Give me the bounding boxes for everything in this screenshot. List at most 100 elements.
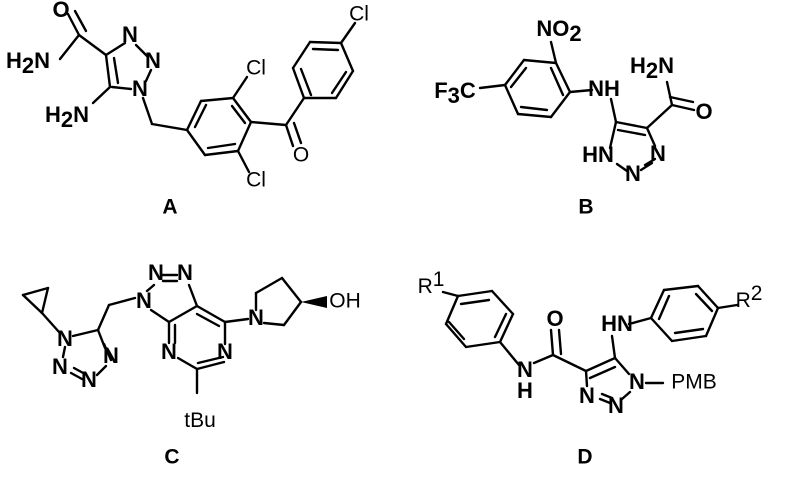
bond-a-br4-br5 (339, 41, 355, 73)
atom-label-b-n3: N (650, 141, 666, 166)
bond-b-c5-c4-inner (616, 128, 647, 137)
bond-d-lar1-lar2 (456, 289, 494, 298)
bond-b-ar4-ar5 (503, 83, 520, 116)
bond-d-trz-c4-c5 (584, 356, 617, 373)
bond-b-ar3-ar4-inner (509, 66, 528, 89)
atom-label-d-trz-n1: N (629, 369, 645, 394)
bond-d-lar3-lar4-inner (493, 312, 508, 339)
bond-d-lar5-lar6 (444, 322, 468, 349)
atom-label-c-trz-n1: N (136, 288, 152, 313)
bond-d-rar6-rar1 (649, 316, 674, 343)
bond-b-ar5-ar6-inner (519, 105, 549, 112)
atom-label-d-amide-h: H (517, 378, 533, 403)
bond-c-pym-n6-c5-inner (196, 355, 225, 365)
bond-a-ar3-ar4 (231, 96, 253, 124)
bond-d-rar4-r2 (716, 303, 739, 310)
bond-a-ch2-aryl (150, 122, 189, 132)
bond-d-carbonyl-to-c4 (551, 353, 588, 373)
atom-label-c-pyrrolidine-n: N (248, 305, 264, 330)
atom-label-c-tbu: tBu (184, 409, 216, 432)
bond-d-trz-n1-n2 (620, 390, 632, 401)
panel-d-structure: R1 R2 N H O HN N N N PMB D (418, 268, 763, 469)
bond-d-amide-n-carbonyl (532, 353, 555, 365)
bond-d-rar3-rar4-inner (694, 292, 714, 313)
bond-b-ar6-ar1 (549, 90, 572, 119)
atom-label-d-carboxamide-o: O (546, 306, 563, 331)
bond-d-rar1-rar2-inner (657, 294, 671, 321)
atom-label-b-h2n: H2N (630, 53, 674, 83)
bond-a-br4-cl (339, 21, 357, 45)
bond-a-ar5-cl (236, 149, 251, 174)
atom-label-c-trz-n2: N (148, 260, 164, 285)
atom-label-a-n3: N (122, 22, 138, 47)
bond-c-pyr-cd-n (262, 321, 286, 327)
bond-a-c4-n3 (104, 41, 127, 57)
bond-c-tet-c5-n4-inner (102, 342, 113, 362)
bond-d-trz-c5-n1 (613, 356, 631, 376)
bond-b-n3-n2 (639, 161, 654, 172)
bond-a-br3-br4 (308, 40, 343, 45)
bond-a-n1-c5 (110, 85, 133, 91)
bond-a-ar5-ar6 (203, 149, 240, 157)
bond-d-trz-n2-n3-inner (600, 392, 614, 400)
bond-a-br5-br6-inner (330, 70, 348, 95)
bond-b-n1-c5 (608, 120, 618, 150)
atom-label-a-n2: N (145, 48, 161, 73)
atom-label-b-carboxamide-o: O (695, 99, 712, 124)
bond-d-lar1-r1 (441, 290, 460, 298)
bond-c-c5-ch2 (96, 303, 111, 332)
bond-a-ar4-ar5 (236, 120, 253, 153)
bond-d-c5-hn (610, 334, 617, 360)
bond-c-pym-c3a-c7-inner (195, 312, 221, 328)
atom-label-c-trz-n3: N (177, 260, 193, 285)
atom-label-c-pym-n4: N (161, 339, 177, 364)
bond-d-rar3-rar4 (696, 284, 720, 310)
bond-a-n2-n1 (144, 68, 153, 83)
panel-b-structure: NO2 F3C NH H2N O HN N N B (434, 16, 712, 219)
bond-d-carbonyl-o-b (557, 328, 563, 356)
bond-c-pym-c3a-c7 (195, 304, 227, 324)
bond-b-ar1-nh (568, 88, 594, 94)
atom-label-a-cl-top: Cl (246, 57, 266, 80)
bond-d-trz-n3-c4 (584, 369, 589, 388)
atom-label-a-ketone-o: O (293, 144, 309, 167)
bond-c-cyclopropyl-2 (40, 286, 50, 315)
bond-a-c4-c5-inner (112, 56, 120, 85)
bond-a-br1-br2 (291, 66, 306, 100)
atom-label-d-trz-n2: N (608, 393, 624, 418)
bond-d-trz-n2-n3 (598, 397, 612, 405)
bond-c-trz-n3-c3a (187, 283, 199, 308)
bond-d-rar5-rar6-inner (673, 327, 705, 335)
bond-b-carbonyl-nh2 (665, 80, 674, 107)
bond-b-c4-n3 (645, 126, 657, 148)
bond-b-c5-c4 (614, 120, 649, 130)
atom-label-d-r2: R2 (736, 282, 763, 312)
atom-label-c-tet-n3: N (81, 367, 97, 392)
bond-c-c7-pyrrolidine-n (223, 317, 250, 324)
bond-c-tet-n4-n3 (95, 364, 108, 377)
bond-b-ar3-ar4 (503, 58, 526, 87)
bond-c-cyclopropyl-1 (21, 286, 50, 297)
bond-b-ar2-ar3 (522, 58, 558, 65)
bond-d-rar1-rar2 (649, 288, 666, 320)
panel-label-b: B (578, 196, 593, 219)
bond-a-n1-ch2 (141, 96, 154, 126)
atom-label-c-tet-n4: N (103, 343, 119, 368)
bond-c-tet-n3-n2 (69, 371, 84, 381)
atom-label-b-cf3: F3C (434, 78, 476, 108)
bond-a-br1-br2-inner (299, 67, 313, 97)
bond-b-ar1-ar2-inner (549, 66, 565, 97)
bond-a-ar1-ar2 (185, 99, 203, 132)
bond-b-n3-n2-inner (643, 157, 657, 167)
bond-d-rar4-rar5 (704, 306, 720, 338)
bond-c-trz-n1-c7a (149, 308, 171, 324)
atom-label-c-oh: OH (329, 290, 361, 313)
bond-a-ketone-to-ring2 (284, 96, 306, 127)
atom-label-a-cl-bottom: Cl (246, 169, 266, 192)
bond-a-ar4-ketone (249, 120, 288, 127)
bond-b-c4-carbonyl (645, 103, 674, 130)
atom-label-a-carboxamide-o: O (52, 0, 69, 22)
bond-c-stereo-wedge-oh (301, 296, 327, 308)
atom-label-d-r1: R1 (418, 268, 445, 298)
